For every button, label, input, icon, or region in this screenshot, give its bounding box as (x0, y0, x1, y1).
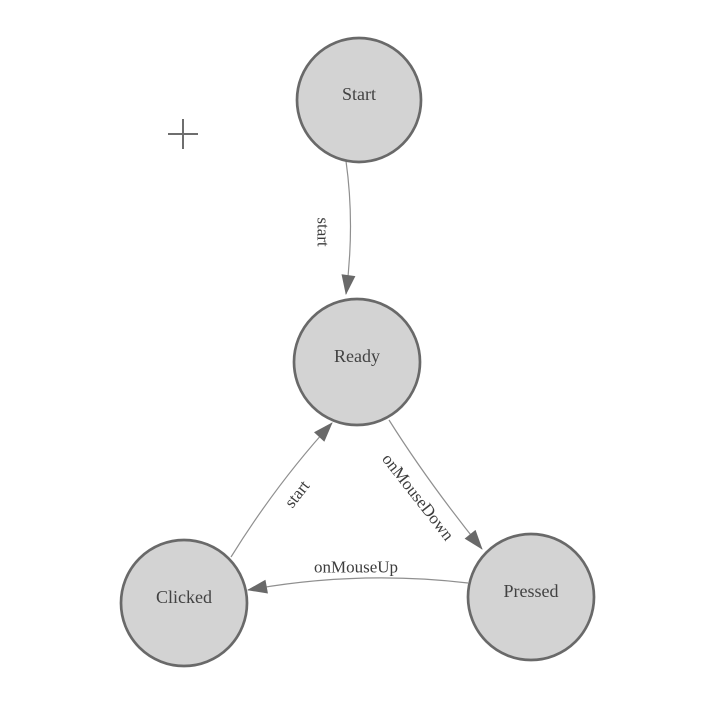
edge-label-clicked-ready: start (281, 476, 314, 511)
node-label-clicked: Clicked (156, 587, 212, 607)
node-ready[interactable]: Ready (292, 297, 422, 427)
edge-label-start-ready: start (314, 217, 333, 247)
node-pressed[interactable]: Pressed (466, 532, 596, 662)
node-circle-pressed[interactable] (466, 532, 596, 662)
node-label-pressed: Pressed (504, 581, 559, 601)
node-circle-ready[interactable] (292, 297, 422, 427)
edge-pressed-clicked[interactable] (247, 577, 469, 594)
edge-ready-pressed[interactable] (388, 419, 483, 550)
node-start[interactable]: Start (295, 36, 423, 164)
edge-start-ready[interactable] (341, 160, 356, 295)
node-circle-start[interactable] (295, 36, 423, 164)
node-label-ready: Ready (334, 346, 380, 366)
edge-clicked-ready[interactable] (230, 422, 333, 558)
node-label-start: Start (342, 84, 376, 104)
node-circle-clicked[interactable] (119, 538, 249, 668)
edge-label-pressed-clicked: onMouseUp (314, 558, 398, 577)
plus-icon[interactable] (168, 119, 198, 149)
node-clicked[interactable]: Clicked (119, 538, 249, 668)
